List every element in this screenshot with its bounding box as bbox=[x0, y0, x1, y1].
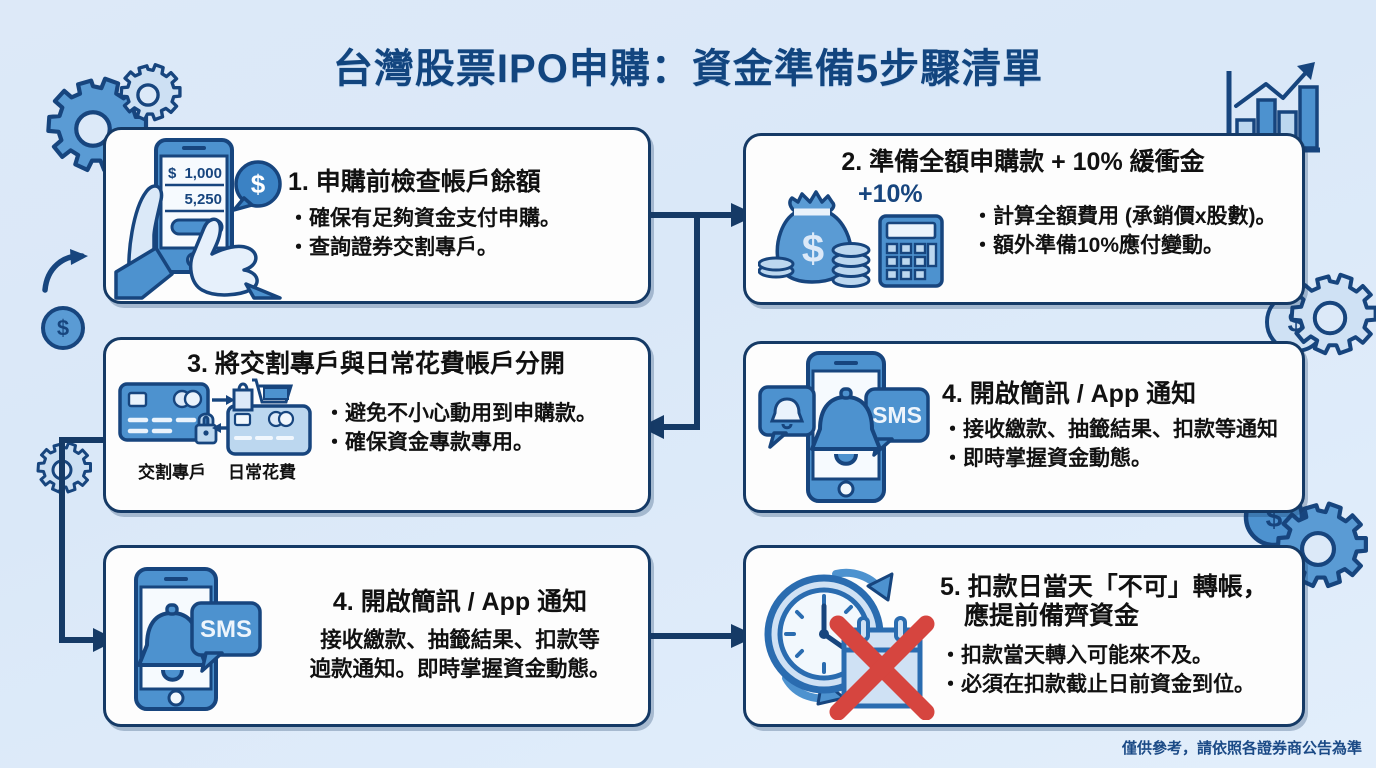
gear-large-top-left-icon bbox=[48, 79, 146, 170]
bullet-item: 查詢證券交割專戶。 bbox=[288, 234, 634, 263]
card-title: 4. 開啟簡訊 / App 通知 bbox=[942, 379, 1197, 408]
card-art-labels: 交割專戶 日常花費 bbox=[116, 458, 314, 483]
curved-arrow-left-icon bbox=[42, 249, 88, 293]
phone-amount-top: 1,000 bbox=[184, 165, 222, 182]
money-bag-calculator-icon: +10% $ bbox=[758, 176, 964, 288]
card-title: 1. 申購前檢查帳戶餘額 bbox=[288, 168, 541, 197]
bullet-item: 額外準備10%應付變動。 bbox=[972, 232, 1288, 261]
card-title: 4. 開啟簡訊 / App 通知 bbox=[332, 588, 588, 617]
card-paragraph-line: 逈款通知。即時掌握資金動態。 bbox=[309, 656, 611, 681]
card-step-2[interactable]: 2. 準備全額申購款 + 10% 緩衝金 +10% $ bbox=[743, 133, 1305, 305]
gear-right-middle-icon bbox=[1292, 275, 1376, 353]
bullet-item: 接收繳款、抽籤結果、扣款等通知 bbox=[942, 416, 1290, 445]
plus-ten-percent-label: +10% bbox=[858, 180, 923, 208]
bullet-item: 必須在扣款截止日前資金到位。 bbox=[940, 671, 1288, 700]
bullet-item: 確保資金專款專用。 bbox=[324, 429, 636, 458]
card-title-line: 5. 扣款日當天「不可」轉帳， bbox=[940, 572, 1268, 601]
card-step-3[interactable]: 3. 將交割專戶與日常花費帳戶分開 bbox=[103, 337, 651, 513]
phone-currency-symbol: $ bbox=[168, 165, 177, 182]
card-step-4[interactable]: SMS 4. 開啟簡訊 / App 通知 接收繳款、抽籤結果、扣款等通知 即時掌… bbox=[743, 341, 1305, 513]
phone-amount-bottom: 5,250 bbox=[184, 191, 222, 208]
sms-label: SMS bbox=[872, 402, 922, 428]
card-step-1[interactable]: $ 1,000 5,250 $ 1. 申購 bbox=[103, 127, 651, 304]
credit-cards-lock-cart-icon bbox=[116, 376, 314, 462]
bullet-item: 計算全額費用 (承銷價x股數)。 bbox=[972, 203, 1288, 232]
gear-right-lower-icon bbox=[1278, 504, 1366, 586]
hand-holding-phone-icon: $ 1,000 5,250 $ bbox=[112, 132, 288, 300]
clock-calendar-crossed-icon bbox=[756, 552, 936, 720]
arrow-step2-to-step3 bbox=[660, 215, 700, 430]
dollar-coin-left-icon: $ bbox=[41, 306, 85, 350]
bullet-item: 即時掌握資金動態。 bbox=[942, 445, 1290, 474]
page-title: 台灣股票IPO申購：資金準備5步驟清單 bbox=[332, 47, 1044, 91]
phone-bell-sms-icon: SMS bbox=[754, 345, 936, 509]
card-step-4-duplicate[interactable]: SMS 4. 開啟簡訊 / App 通知 接收繳款、抽籤結果、扣款等 逈款通知。… bbox=[103, 545, 651, 727]
svg-text:$: $ bbox=[802, 227, 824, 271]
card-bullets: 確保有足夠資金支付申購。 查詢證券交割專戶。 bbox=[288, 205, 634, 263]
bullet-item: 扣款當天轉入可能來不及。 bbox=[940, 642, 1288, 671]
card-title: 3. 將交割專戶與日常花費帳戶分開 bbox=[187, 350, 565, 378]
svg-text:$: $ bbox=[57, 316, 69, 341]
label-daily-spending: 日常花費 bbox=[228, 462, 296, 482]
card-paragraph-line: 接收繳款、抽籤結果、扣款等 bbox=[320, 627, 600, 652]
bullet-item: 確保有足夠資金支付申購。 bbox=[288, 205, 634, 234]
footer-disclaimer: 僅供參考，請依照各證券商公告為準 bbox=[1121, 741, 1362, 757]
card-title-line: 應提前備齊資金 bbox=[964, 602, 1140, 631]
label-settlement-account: 交割專戶 bbox=[138, 462, 206, 482]
card-step-5[interactable]: 5. 扣款日當天「不可」轉帳， 應提前備齊資金 扣款當天轉入可能來不及。 必須在… bbox=[743, 545, 1305, 727]
phone-bell-sms-icon: SMS bbox=[114, 557, 274, 715]
sms-label: SMS bbox=[200, 616, 252, 643]
bullet-item: 避免不小心動用到申購款。 bbox=[324, 400, 636, 429]
card-title: 2. 準備全額申購款 + 10% 緩衝金 bbox=[841, 148, 1205, 176]
svg-text:$: $ bbox=[251, 169, 266, 199]
gear-small-top-left-icon bbox=[119, 63, 182, 122]
arrow-step3-to-step4dup bbox=[59, 437, 103, 643]
